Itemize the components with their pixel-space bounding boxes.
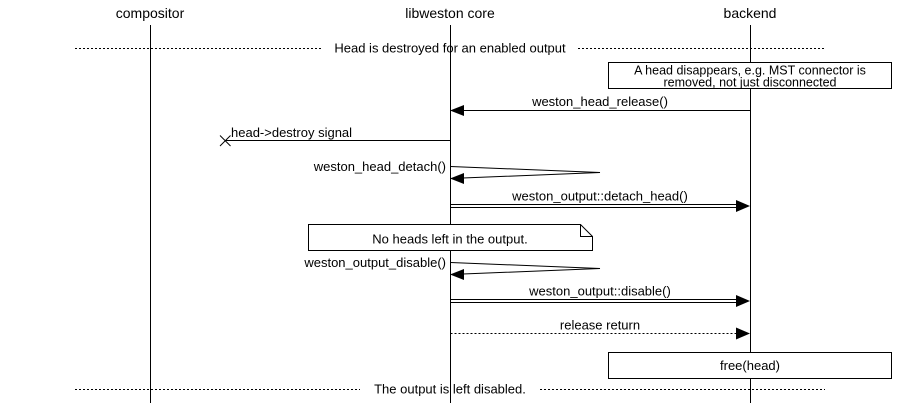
message-weston-head-release: weston_head_release() [450,94,751,116]
participant-label-libweston-core: libweston core [405,5,495,21]
action-box [608,352,892,379]
participant-label-backend: backend [724,5,777,21]
message-label: weston_head_release() [531,94,668,109]
note-folded-corner-icon [580,224,593,237]
message-destroy-signal: head->destroy signal [219,125,451,147]
arrowhead-left [450,105,464,116]
arrowhead-right [736,295,750,307]
note-box [308,224,593,251]
note-head-disappears: A head disappears, e.g. MST connector is… [608,62,892,90]
message-label: weston_output::detach_head() [511,189,688,204]
note-text-line2: removed, not just disconnected [663,76,836,90]
arrowhead-left [450,269,464,280]
message-detach-head: weston_output::detach_head() [450,189,750,212]
message-label: head->destroy signal [231,125,352,140]
self-call-loop [450,166,601,179]
participant-label-compositor: compositor [116,5,185,21]
arrowhead-left [450,173,464,184]
note-box [608,62,892,89]
self-call-loop [450,262,601,275]
action-box-free-head: free(head) [608,352,892,379]
note-text: No heads left in the output. [372,232,527,247]
message-label: release return [560,318,640,333]
message-label: weston_output_disable() [303,255,446,270]
arrowhead-right [736,200,750,212]
note-text-line1: A head disappears, e.g. MST connector is [634,64,866,78]
message-release-return: release return [450,318,750,340]
lost-message-cross-icon [219,135,231,147]
arrowhead-right [736,327,750,340]
message-weston-head-detach: weston_head_detach() [313,159,601,184]
note-no-heads-left: No heads left in the output. [308,224,593,251]
message-weston-output-disable: weston_output_disable() [303,255,601,280]
message-label: weston_output::disable() [528,284,671,299]
message-output-disable-call: weston_output::disable() [450,284,750,307]
action-label: free(head) [720,358,780,373]
message-label: weston_head_detach() [313,159,446,174]
